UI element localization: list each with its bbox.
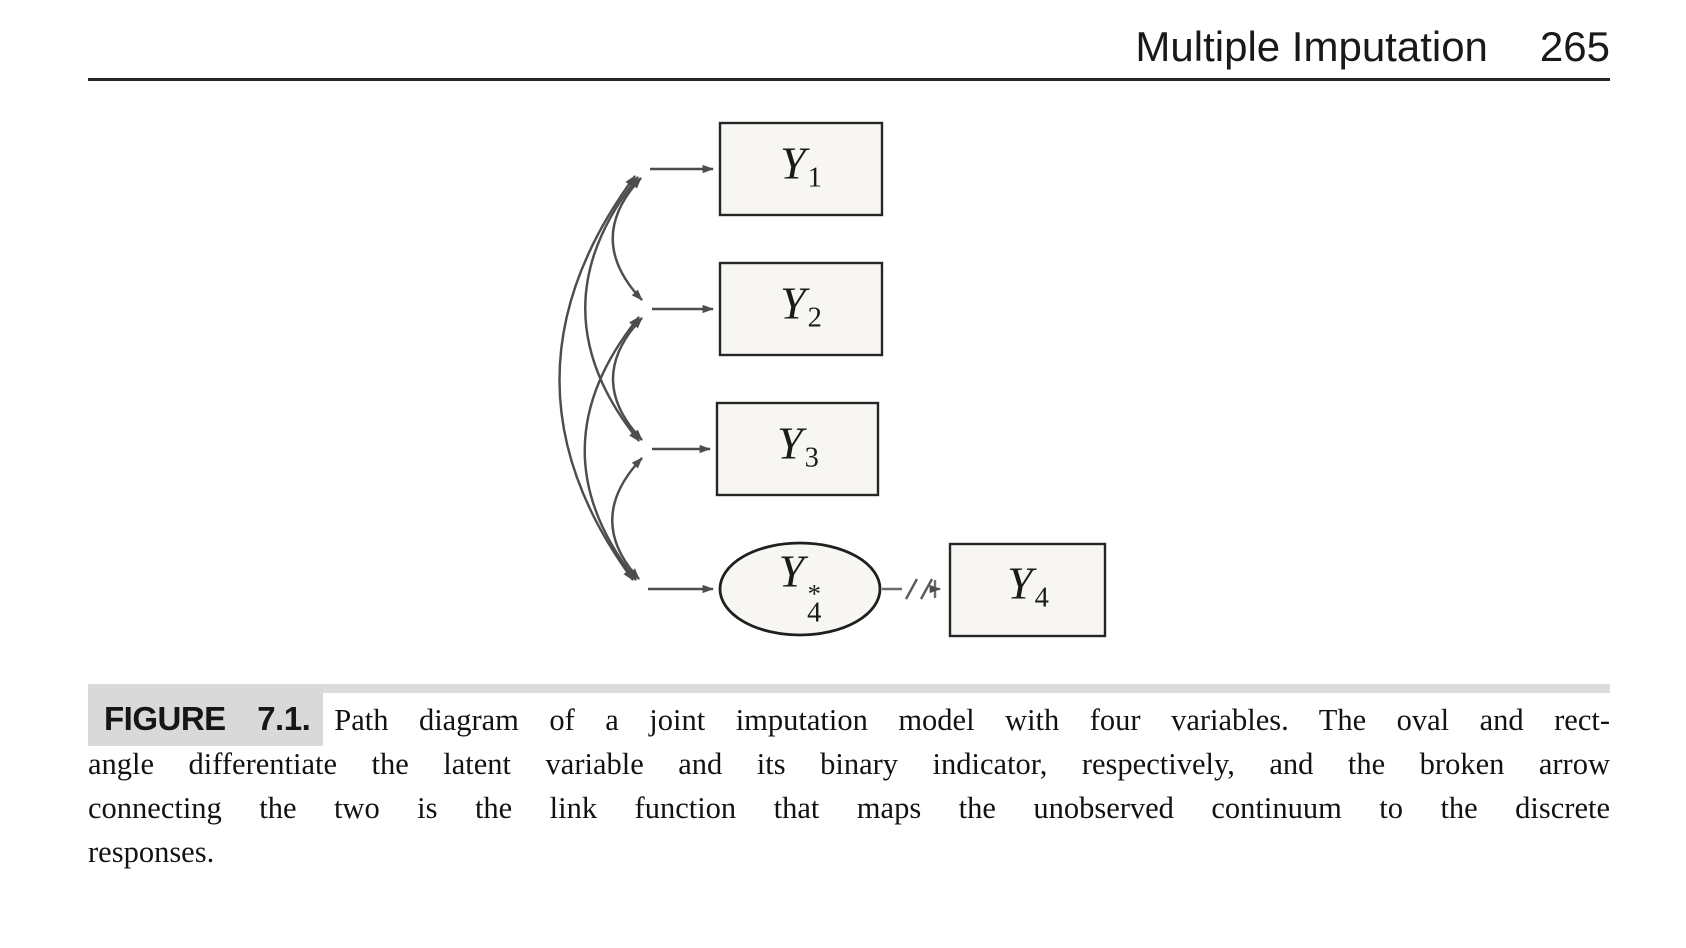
caption-line-2: angle differentiate the latent variable … bbox=[88, 747, 1610, 781]
y4star-label-sup: * bbox=[807, 577, 821, 608]
y2-label-sub: 2 bbox=[807, 302, 822, 334]
arc-y3-y4star bbox=[611, 457, 643, 580]
y4star-label: Y*4 bbox=[778, 545, 822, 629]
y3-label-sub: 3 bbox=[804, 442, 819, 474]
y3-label-base: Y bbox=[777, 417, 803, 469]
diagram-nodes bbox=[715, 121, 1107, 638]
caption-line-4: responses. bbox=[88, 835, 215, 869]
caption-line-1: FIGURE 7.1. Path diagram of a joint imput… bbox=[88, 697, 1610, 742]
arc-y2-y4star bbox=[583, 316, 640, 581]
directed-arrows bbox=[648, 164, 715, 594]
figure-caption: FIGURE 7.1. Path diagram of a joint imput… bbox=[88, 684, 1610, 874]
caption-line-1-text: Path diagram of a joint imputation model… bbox=[334, 703, 1610, 737]
y2-label: Y2 bbox=[780, 277, 822, 334]
y4-label-base: Y bbox=[1007, 557, 1033, 609]
figure-label-highlight bbox=[88, 684, 323, 746]
running-header: Multiple Imputation 265 bbox=[1135, 26, 1610, 68]
y3-box bbox=[715, 401, 880, 497]
broken-arrow-slash-1 bbox=[904, 578, 919, 600]
y1-box bbox=[718, 121, 884, 217]
y1-label: Y1 bbox=[780, 137, 822, 194]
arc-y1-y4star bbox=[558, 175, 636, 581]
figure-label: FIGURE 7.1. bbox=[104, 700, 311, 737]
y4-label-sub: 4 bbox=[1034, 582, 1049, 614]
y2-box bbox=[718, 261, 884, 357]
y4star-label-base: Y bbox=[778, 545, 805, 597]
caption-line-3: connecting the two is the link function … bbox=[88, 791, 1610, 825]
arc-y2-y3 bbox=[611, 317, 643, 441]
broken-arrow bbox=[882, 578, 942, 600]
y4star-oval bbox=[718, 541, 882, 637]
path-diagram bbox=[558, 121, 1107, 638]
y4-label: Y4 bbox=[1007, 557, 1049, 614]
y2-label-base: Y bbox=[780, 277, 806, 329]
y3-label: Y3 bbox=[777, 417, 819, 474]
y1-label-base: Y bbox=[780, 137, 806, 189]
header-rule bbox=[88, 78, 1610, 81]
running-title: Multiple Imputation bbox=[1135, 23, 1488, 70]
broken-arrow-slash-2 bbox=[919, 578, 934, 600]
arc-y1-y3 bbox=[584, 176, 640, 442]
covariance-arcs bbox=[558, 175, 643, 581]
y4star-label-sub: 4 bbox=[807, 597, 822, 629]
caption-text: FIGURE 7.1. Path diagram of a joint imput… bbox=[88, 684, 1610, 874]
caption-top-strip bbox=[88, 684, 1610, 693]
y1-label-sub: 1 bbox=[807, 162, 822, 194]
y4-box bbox=[948, 542, 1107, 638]
page-number: 265 bbox=[1539, 23, 1610, 70]
arc-y1-y2 bbox=[611, 177, 643, 301]
